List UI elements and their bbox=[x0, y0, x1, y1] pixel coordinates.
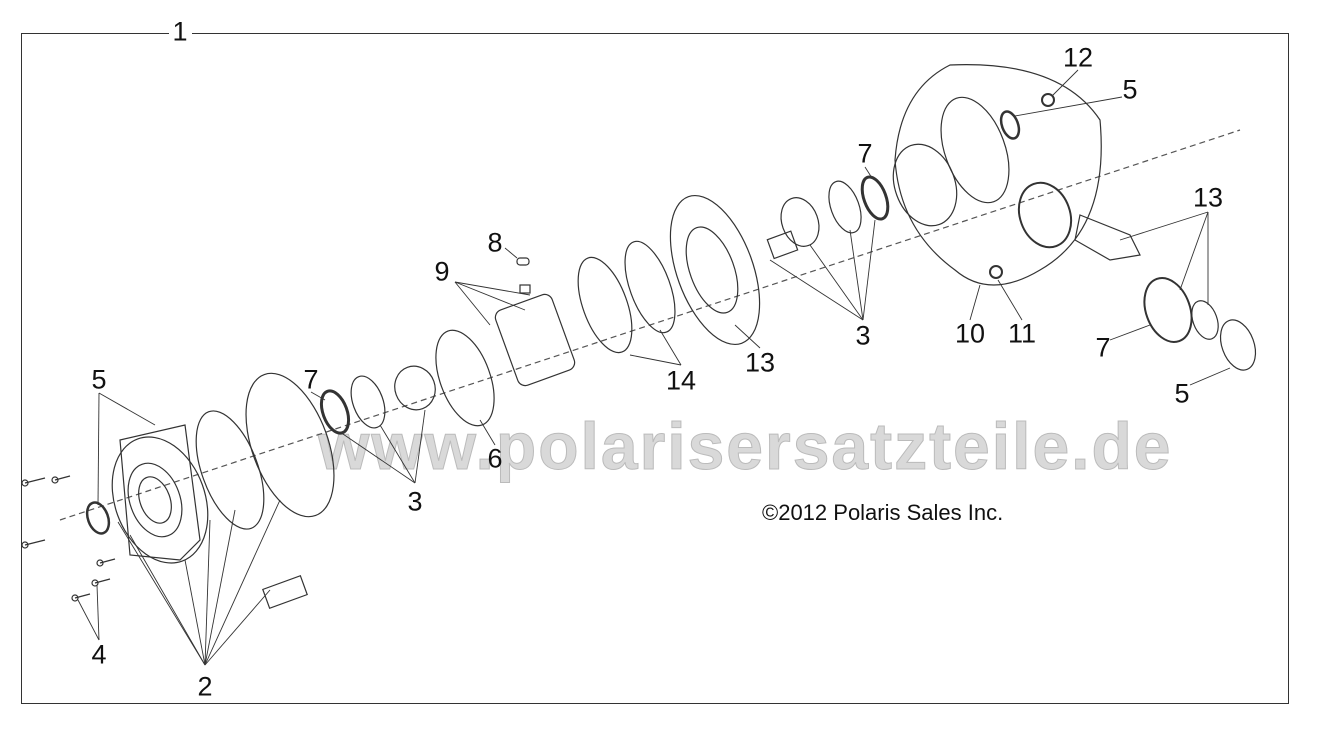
callout-10: 10 bbox=[954, 318, 986, 349]
housing-icon bbox=[894, 64, 1102, 286]
shim-icon bbox=[828, 180, 862, 234]
bolt-icon bbox=[21, 475, 116, 602]
assembly-frame-top-left bbox=[21, 33, 169, 34]
clutch-ring-icon bbox=[577, 256, 633, 354]
callout-7: 7 bbox=[857, 138, 873, 169]
callout-3: 3 bbox=[855, 320, 871, 351]
copyright-notice: ©2012 Polaris Sales Inc. bbox=[762, 500, 1004, 525]
callout-14: 14 bbox=[665, 365, 697, 396]
callout-7: 7 bbox=[1095, 332, 1111, 363]
bearing-icon bbox=[319, 389, 351, 435]
connector-icon bbox=[262, 574, 308, 610]
ring-gear-icon bbox=[669, 194, 761, 346]
gasket-ring-icon bbox=[245, 372, 335, 518]
callout-6: 6 bbox=[487, 443, 503, 474]
bearing-icon bbox=[860, 175, 890, 221]
callout-12: 12 bbox=[1062, 42, 1094, 73]
callout-3: 3 bbox=[407, 486, 423, 517]
callout-5: 5 bbox=[1174, 378, 1190, 409]
snap-ring-icon bbox=[624, 240, 676, 334]
roller-cage-icon bbox=[494, 293, 576, 387]
callout-9: 9 bbox=[434, 256, 450, 287]
callout-2: 2 bbox=[197, 671, 213, 702]
rear-cover-icon bbox=[111, 424, 209, 564]
callout-5: 5 bbox=[1122, 74, 1138, 105]
pin-icon bbox=[516, 257, 530, 266]
bearing-icon bbox=[1143, 277, 1193, 343]
drain-plug-icon bbox=[989, 265, 1003, 279]
callout-7: 7 bbox=[303, 364, 319, 395]
armature-plate-icon bbox=[435, 329, 495, 427]
watermark: www.polarisersatzteile.de bbox=[318, 409, 1173, 484]
snap-ring-icon bbox=[1191, 300, 1219, 340]
shaft-icon bbox=[766, 230, 799, 260]
callout-8: 8 bbox=[487, 227, 503, 258]
fill-plug-icon bbox=[1041, 93, 1055, 107]
assembly-frame bbox=[21, 33, 1289, 704]
hub-icon bbox=[394, 365, 436, 411]
callout-11: 11 bbox=[1007, 318, 1037, 349]
callout-13: 13 bbox=[744, 347, 776, 378]
pinion-gear-icon bbox=[1074, 214, 1141, 261]
gasket-icon bbox=[195, 410, 265, 530]
seal-icon bbox=[999, 110, 1021, 140]
callout-13: 13 bbox=[1192, 182, 1224, 213]
bearing-cone-icon bbox=[780, 197, 820, 247]
washer-icon bbox=[1219, 319, 1257, 371]
leader-lines bbox=[77, 69, 1231, 666]
callout-1: 1 bbox=[172, 16, 188, 47]
shim-icon bbox=[350, 375, 386, 429]
assembly-frame-top-right bbox=[192, 33, 1288, 34]
callout-5: 5 bbox=[91, 364, 107, 395]
callout-4: 4 bbox=[91, 639, 107, 670]
spring-icon bbox=[519, 284, 531, 294]
seal-icon bbox=[85, 501, 111, 535]
